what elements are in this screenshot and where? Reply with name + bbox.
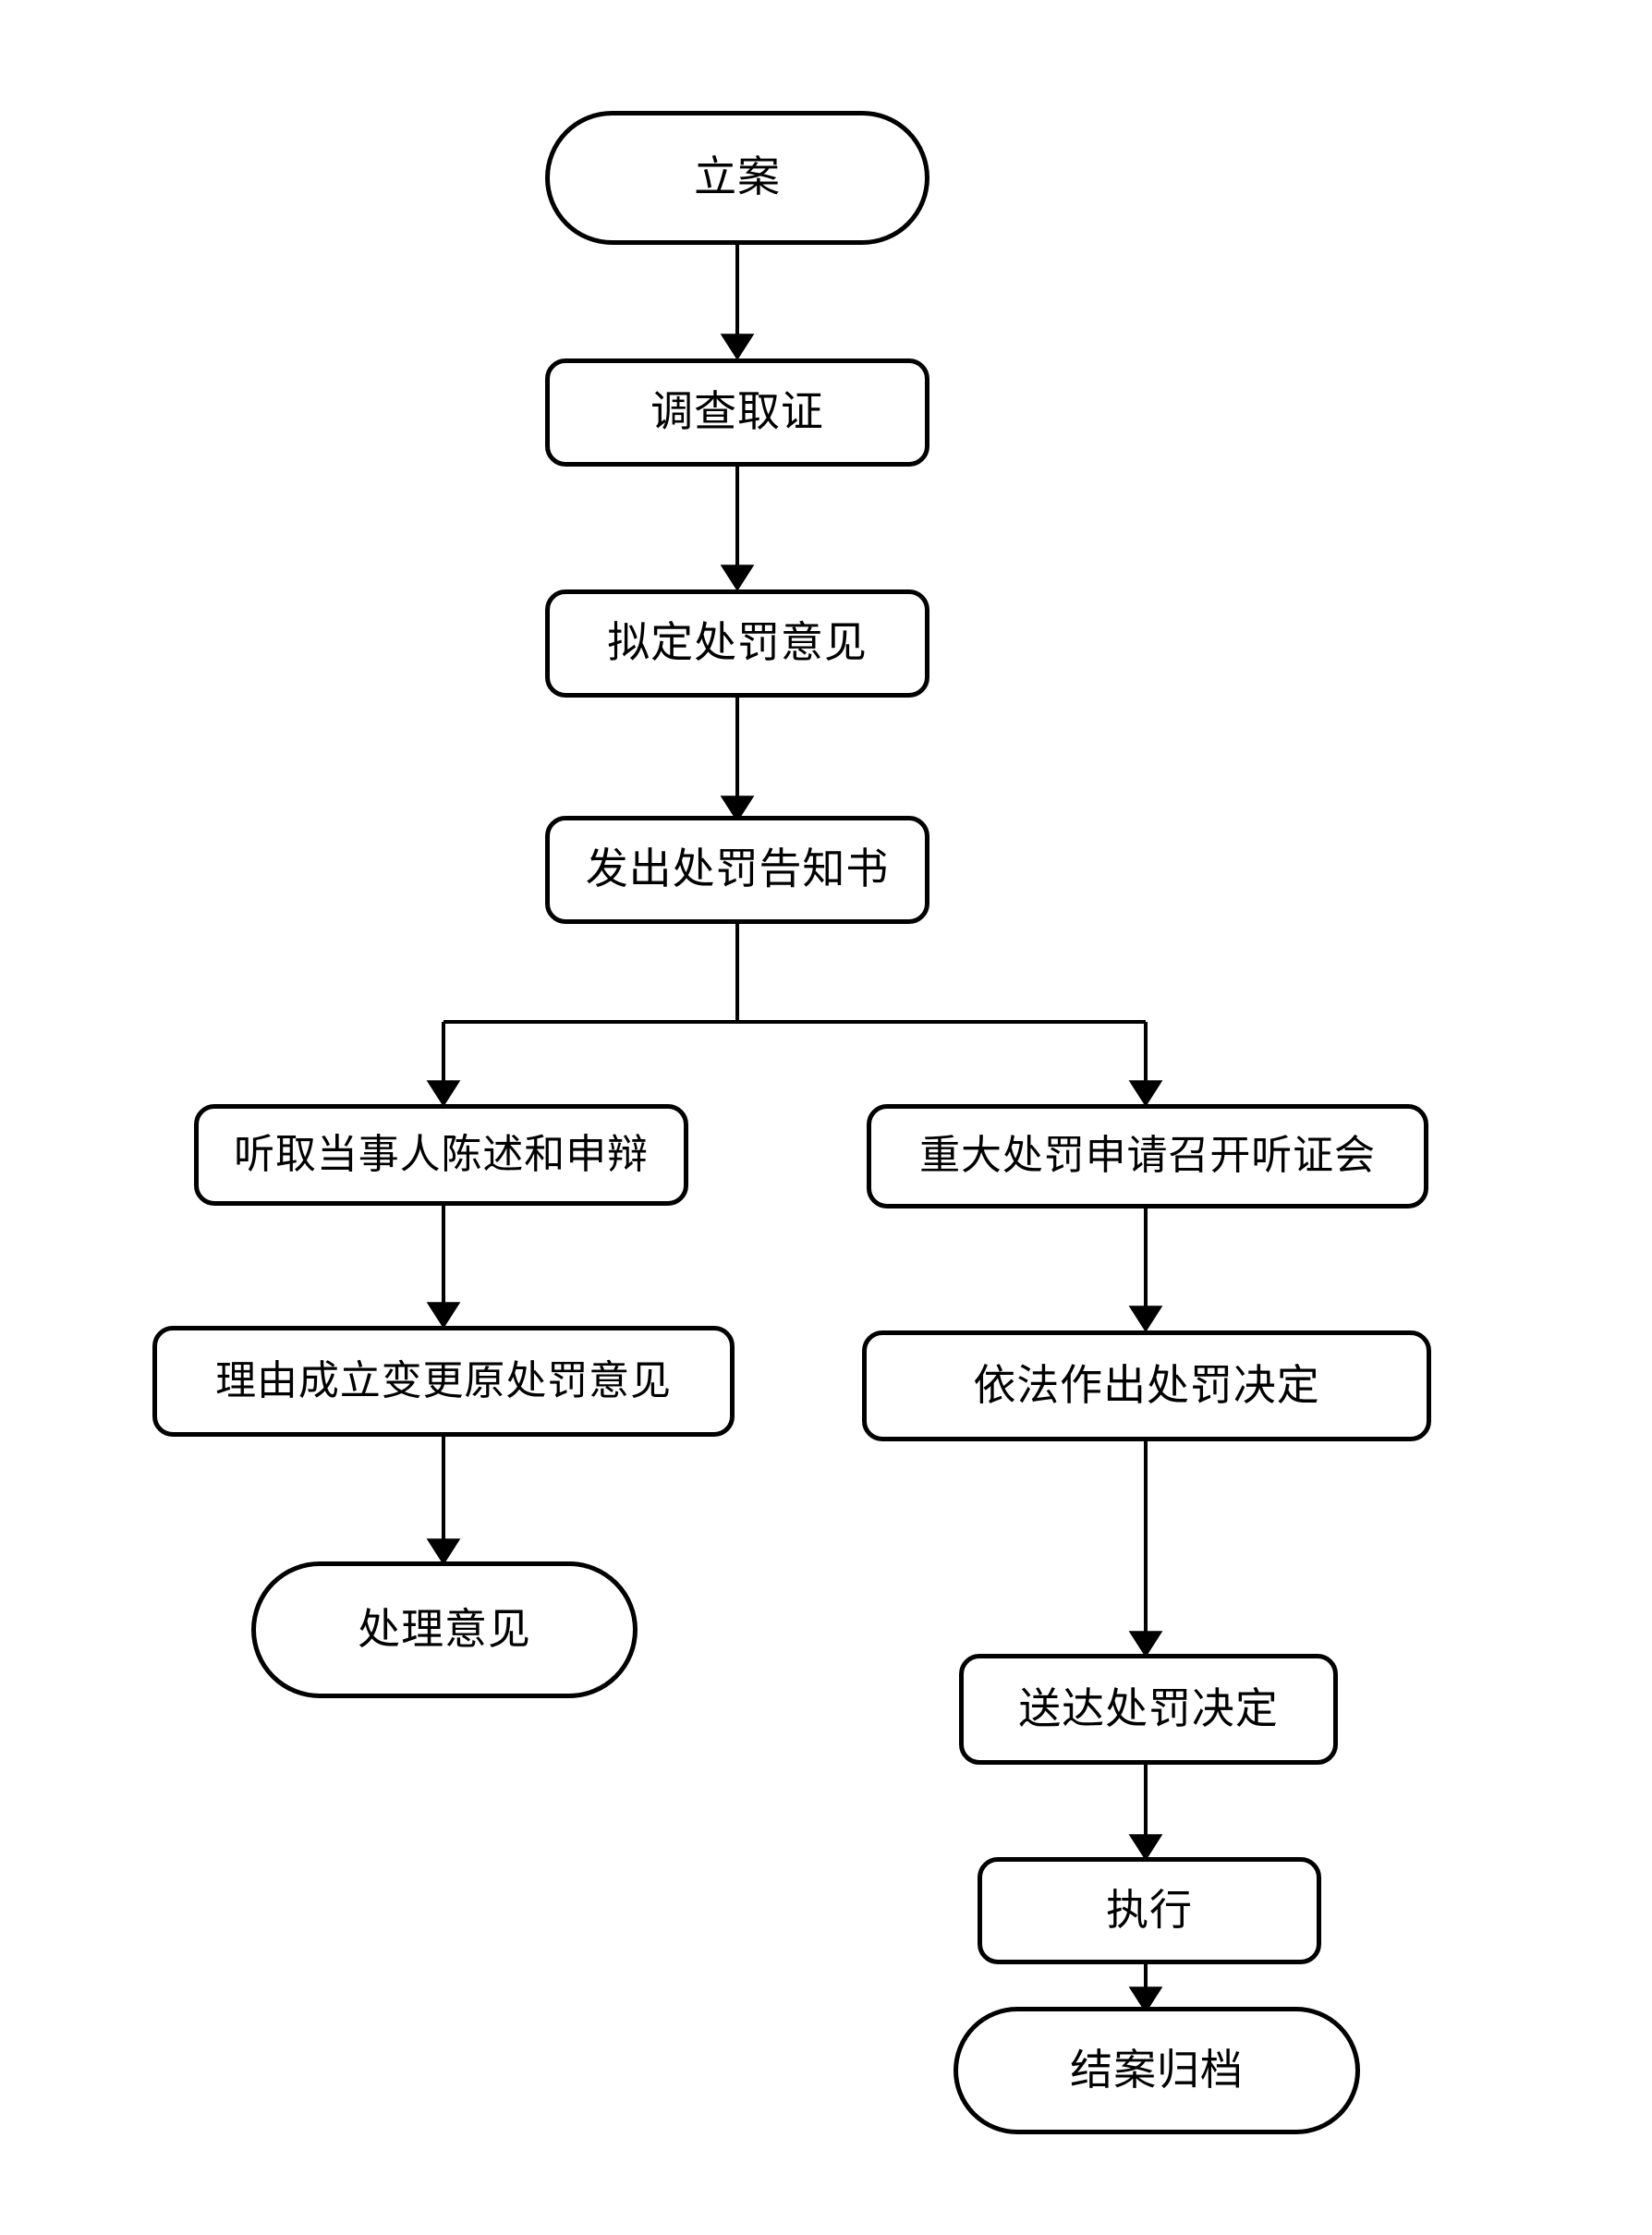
node-handling-opinion-label: 处理意见 [358,1605,531,1653]
node-make-decision[interactable]: 依法作出处罚决定 [862,1330,1431,1441]
node-serve-decision[interactable]: 送达处罚决定 [959,1654,1338,1765]
node-amend-opinion[interactable]: 理由成立变更原处罚意见 [152,1326,735,1437]
node-hear-statement-label: 听取当事人陈述和申辩 [234,1131,649,1177]
node-handling-opinion[interactable]: 处理意见 [251,1561,638,1698]
node-execute[interactable]: 执行 [978,1857,1321,1964]
node-draft-opinion-label: 拟定处罚意见 [607,619,868,667]
node-case-filing[interactable]: 立案 [545,111,929,245]
node-close-archive-label: 结案归档 [1070,2046,1244,2094]
edge-issue-notice-split-bus [443,924,1146,1024]
node-case-filing-label: 立案 [694,153,781,201]
node-investigation[interactable]: 调查取证 [545,358,929,467]
node-issue-notice-label: 发出处罚告知书 [585,845,890,893]
node-hear-statement[interactable]: 听取当事人陈述和申辩 [194,1104,688,1206]
node-draft-opinion[interactable]: 拟定处罚意见 [545,589,929,698]
node-major-hearing[interactable]: 重大处罚申请召开听证会 [867,1104,1428,1209]
node-execute-label: 执行 [1106,1886,1193,1934]
node-make-decision-label: 依法作出处罚决定 [973,1361,1320,1409]
node-major-hearing-label: 重大处罚申请召开听证会 [919,1133,1376,1179]
node-investigation-label: 调查取证 [650,388,824,436]
node-close-archive[interactable]: 结案归档 [954,2007,1360,2134]
node-issue-notice[interactable]: 发出处罚告知书 [545,816,929,924]
node-serve-decision-label: 送达处罚决定 [1018,1684,1279,1732]
node-amend-opinion-label: 理由成立变更原处罚意见 [215,1357,672,1403]
